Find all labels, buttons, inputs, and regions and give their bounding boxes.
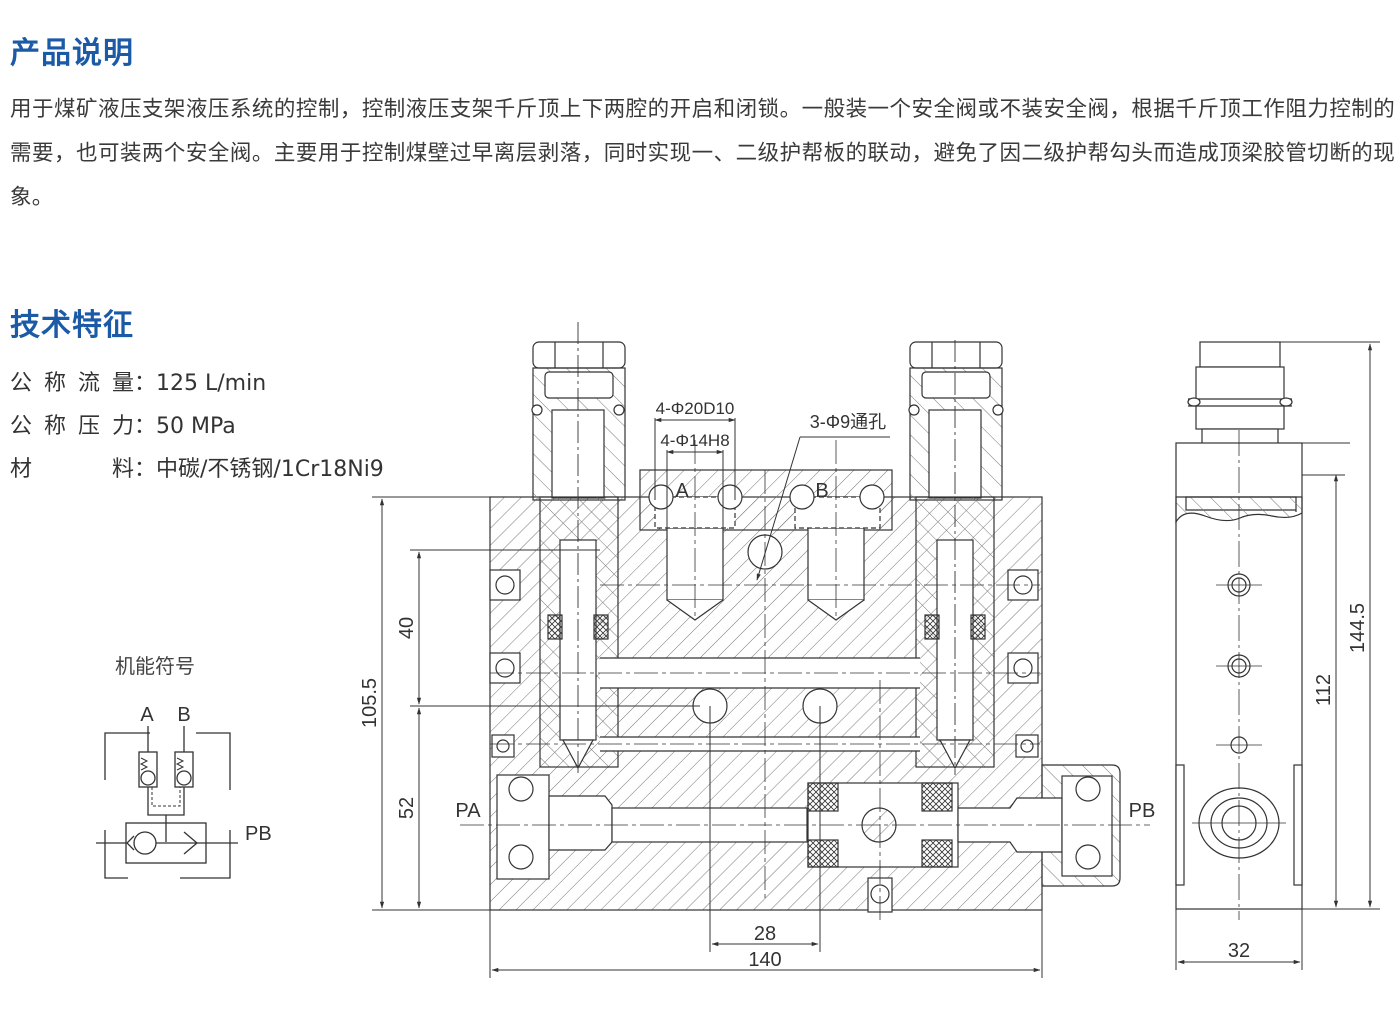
drawing-port-pa: PA <box>455 800 481 822</box>
product-description-text: 用于煤矿液压支架液压系统的控制，控制液压支架千斤顶上下两腔的开启和闭锁。一般装一… <box>10 97 1395 210</box>
spec-label: 公称压力 <box>10 414 134 439</box>
safety-valve-left <box>531 322 626 775</box>
label-bore-inner: 4-Φ14H8 <box>660 431 729 450</box>
spec-flow: 公称流量：125 L/min <box>10 362 384 405</box>
dim-side-total-height: 144.5 <box>1347 603 1369 653</box>
label-bore-outer: 4-Φ20D10 <box>656 399 735 418</box>
dim-total-width: 140 <box>748 949 781 971</box>
product-description-heading: 产品说明 <box>10 36 134 71</box>
dim-side-width: 32 <box>1228 940 1250 962</box>
spec-label: 公称流量 <box>10 371 134 396</box>
dim-total-height: 105.5 <box>359 678 381 728</box>
spec-pressure: 公称压力：50 MPa <box>10 405 384 448</box>
dim-side-body-height: 112 <box>1313 674 1335 706</box>
label-through-holes: 3-Φ9通孔 <box>810 412 886 432</box>
spec-list: 公称流量：125 L/min 公称压力：50 MPa 材料：中碳/不锈钢/1Cr… <box>10 362 384 491</box>
functional-symbol: A B PB <box>96 704 272 879</box>
drawing-port-b: B <box>815 480 828 502</box>
spec-sep: ： <box>134 371 157 396</box>
spec-value: 中碳/不锈钢/1Cr18Ni9 <box>156 457 384 482</box>
technical-features-heading: 技术特征 <box>10 308 134 343</box>
symbol-port-a: A <box>140 704 154 726</box>
spec-sep: ： <box>134 414 157 439</box>
side-view <box>1175 341 1303 920</box>
spec-label: 材料 <box>10 457 134 482</box>
spec-sep: ： <box>134 457 157 482</box>
spec-value: 125 L/min <box>156 371 267 396</box>
front-section-view: A B <box>455 322 1155 920</box>
dim-lower-height: 52 <box>396 797 418 819</box>
dim-center-spacing: 28 <box>754 923 776 945</box>
drawing-port-a: A <box>675 480 689 502</box>
dim-upper-height: 40 <box>396 617 418 639</box>
drawing-port-pb: PB <box>1129 800 1156 822</box>
symbol-port-b: B <box>177 704 190 726</box>
symbol-port-pb: PB <box>245 823 272 845</box>
front-dimensions <box>372 496 1043 978</box>
symbol-title: 机能符号 <box>115 654 195 678</box>
safety-valve-right <box>908 340 1004 775</box>
spec-material: 材料：中碳/不锈钢/1Cr18Ni9 <box>10 448 384 491</box>
bore-annotations <box>654 417 890 581</box>
side-dimensions <box>1175 341 1380 970</box>
spec-value: 50 MPa <box>156 414 236 439</box>
